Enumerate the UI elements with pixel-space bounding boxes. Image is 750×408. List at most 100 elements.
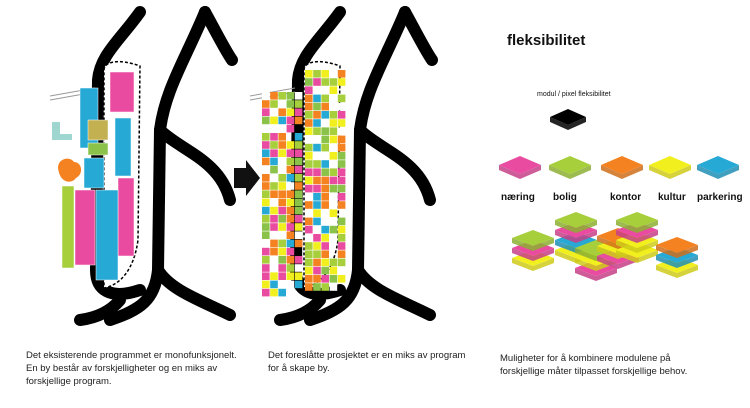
pixel-module xyxy=(278,149,286,157)
pixel-module xyxy=(321,275,329,283)
road xyxy=(274,294,326,326)
pixel-module xyxy=(294,116,303,125)
module-pixel-icon xyxy=(550,109,586,130)
caption-line: Muligheter for å kombinere modulene på xyxy=(500,353,671,364)
module-parkering-side xyxy=(697,165,739,179)
pixel-module xyxy=(305,168,313,176)
pixel-module xyxy=(278,190,286,198)
pixel-module xyxy=(278,141,286,149)
pixel-module xyxy=(329,266,338,275)
pixel-module xyxy=(294,231,303,239)
building-kontor xyxy=(58,158,82,182)
pixel-module xyxy=(270,239,278,248)
pixel-module xyxy=(313,275,321,283)
pixel-module xyxy=(286,198,295,207)
pixel-module xyxy=(270,108,278,116)
pixel-module xyxy=(321,127,329,135)
pixel-module xyxy=(313,266,321,275)
pixel-module xyxy=(286,223,295,231)
pixel-module xyxy=(278,264,286,272)
stack-module-bolig-side xyxy=(616,220,658,233)
pixel-module xyxy=(278,92,286,100)
pixel-module xyxy=(262,215,270,223)
stack-module-bolig-side xyxy=(512,238,554,251)
pixel-module xyxy=(262,141,270,149)
pixel-module xyxy=(329,283,338,291)
pixel-module xyxy=(313,127,321,135)
module-label-bolig: bolig xyxy=(553,192,577,203)
proposed-program-map xyxy=(249,6,438,326)
pixel-module xyxy=(262,157,270,166)
module-label-kultur: kultur xyxy=(658,192,686,203)
pixel-module xyxy=(262,198,270,207)
existing-program-map xyxy=(49,6,238,326)
pixel-module xyxy=(313,217,321,226)
pixel-module xyxy=(321,250,329,258)
pixel-module xyxy=(329,127,338,135)
pixel-module xyxy=(278,223,286,231)
pixel-module xyxy=(262,182,270,190)
module-kultur-side xyxy=(649,165,691,179)
pixel-module xyxy=(305,193,313,201)
module-bolig-side xyxy=(549,165,591,179)
pixel-module xyxy=(305,94,313,103)
pixel-module xyxy=(278,206,286,215)
pixel-module xyxy=(321,225,329,234)
pixel-module xyxy=(305,283,313,291)
pixel-module xyxy=(313,258,321,267)
module-label: modul / pixel fleksibilitet xyxy=(537,91,611,98)
pixel-module xyxy=(262,239,270,248)
stack-module-parkering-side xyxy=(656,255,698,268)
pixel-module xyxy=(313,70,321,78)
pixel-module xyxy=(286,215,295,223)
pixel-module xyxy=(313,111,321,119)
pixel-module xyxy=(278,165,286,174)
pixel-module xyxy=(305,102,313,111)
pixel-module xyxy=(286,288,295,297)
pixel-module xyxy=(262,280,270,289)
pixel-module xyxy=(321,70,329,78)
pixel-module xyxy=(337,184,346,193)
pixel-module xyxy=(270,124,278,133)
pixel-module xyxy=(262,272,270,280)
pixel-module xyxy=(337,168,346,176)
pixel-module xyxy=(278,174,286,182)
pixel-module xyxy=(294,100,303,108)
pixel-module xyxy=(313,102,321,111)
pixel-module xyxy=(337,160,346,168)
pixel-module xyxy=(313,234,321,242)
stack-module-naering-side xyxy=(616,230,658,243)
pixel-module xyxy=(337,258,346,267)
pixel-module xyxy=(337,111,346,119)
pixel-module xyxy=(270,141,278,149)
pixel-module xyxy=(294,190,303,198)
pixel-module xyxy=(294,165,303,174)
pixel-module xyxy=(294,272,303,280)
pixel-module xyxy=(321,176,329,185)
pixel-module xyxy=(313,283,321,291)
pixel-module xyxy=(270,165,278,174)
building-parkering xyxy=(114,117,132,177)
pixel-module xyxy=(270,190,278,198)
pixel-module xyxy=(278,198,286,207)
pixel-module xyxy=(278,215,286,223)
pixel-module xyxy=(313,119,321,127)
pixel-module xyxy=(286,174,295,182)
caption-line: forskjellige måter tilpasset forskjellig… xyxy=(500,366,688,377)
pixel-module xyxy=(270,116,278,125)
pixel-module xyxy=(278,247,286,256)
pixel-module xyxy=(270,149,278,157)
pixel-module xyxy=(313,160,321,168)
pixel-module xyxy=(305,209,313,217)
pixel-module xyxy=(329,119,338,127)
pixel-module xyxy=(286,124,295,133)
pixel-module xyxy=(321,184,329,193)
pixel-module xyxy=(294,239,303,248)
caption-flexibility: Muligheter for å kombinere modulene på f… xyxy=(500,352,687,378)
pixel-module xyxy=(286,247,295,256)
module-kontor-side xyxy=(601,165,643,179)
stack-module-naering-side xyxy=(575,268,617,281)
pixel-module xyxy=(305,184,313,193)
pixel-module xyxy=(270,247,278,256)
black-module xyxy=(550,109,586,125)
